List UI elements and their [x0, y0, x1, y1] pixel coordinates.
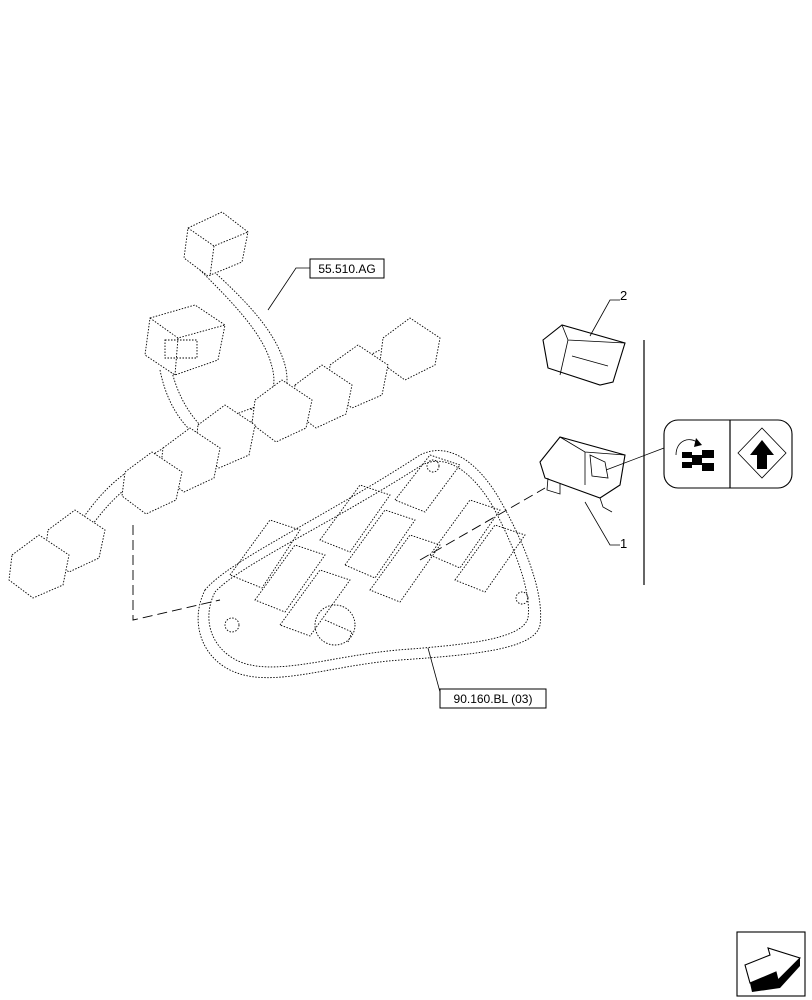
switch-panel-rockers [229, 454, 526, 637]
panel-ref-leader [427, 647, 441, 693]
mount-hole-right [515, 591, 529, 605]
harness-connectors-right [121, 317, 441, 515]
harness-ref-text: 55.510.AG [318, 262, 375, 276]
up-arrow-icon [737, 427, 787, 479]
harness-ref-label[interactable]: 55.510.AG [267, 258, 385, 311]
switch-symbol-box [663, 419, 793, 489]
part-1-leader [584, 501, 620, 546]
wiring-harness [8, 211, 441, 621]
mount-hole-top [426, 459, 440, 473]
harness-ref-leader [267, 267, 310, 311]
panel-ref-label[interactable]: 90.160.BL (03) [439, 688, 547, 709]
harness-connector-top [183, 211, 249, 277]
harness-connectors-left [8, 509, 106, 599]
part-2-switch-cap [542, 299, 626, 386]
switch-leader-line [419, 487, 546, 561]
callout-item-2: 2 [620, 288, 627, 303]
next-page-arrow-icon[interactable] [736, 931, 806, 997]
harness-plug-connector [144, 304, 226, 376]
tractor-rotation-icon [675, 438, 714, 471]
switch-to-icon-pointer [605, 447, 665, 471]
part-1-rocker-switch [539, 436, 665, 546]
switch-panel [197, 450, 546, 693]
mount-hole-left [224, 617, 240, 633]
part-2-leader [589, 299, 620, 337]
switch-panel-dial [314, 604, 356, 646]
harness-leader-line [132, 525, 221, 621]
panel-ref-text: 90.160.BL (03) [454, 692, 533, 706]
callout-item-1: 1 [620, 536, 627, 551]
